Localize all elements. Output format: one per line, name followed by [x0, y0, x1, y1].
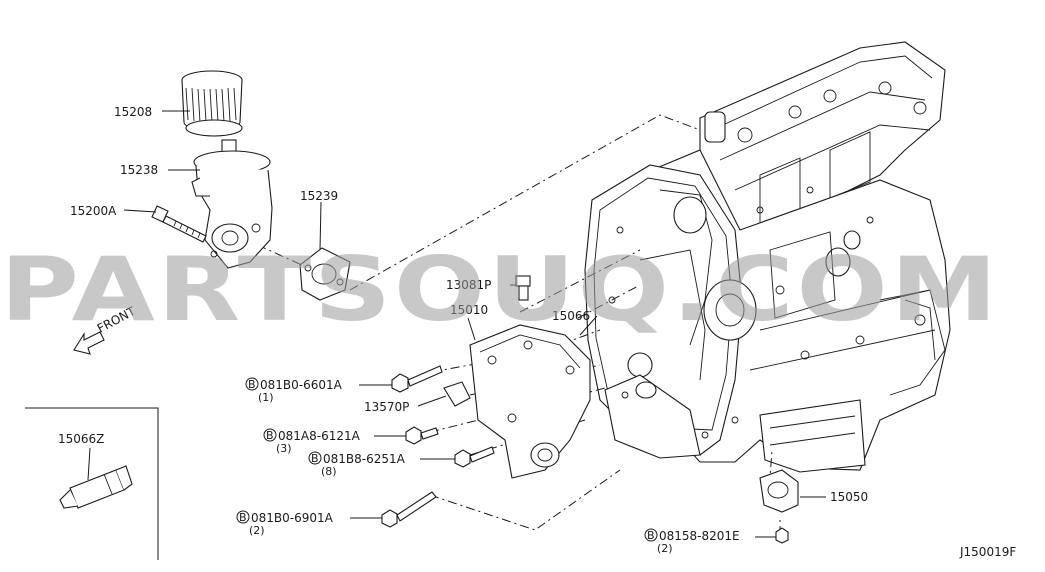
- bolt-qty: (1): [258, 391, 274, 404]
- bolt-callouts: B 081B0-6601A (1) B 081A8-6121A (3) B 08…: [236, 377, 740, 555]
- bolt-prefix: B: [266, 429, 274, 442]
- bolt-prefix: B: [248, 378, 256, 391]
- bolt-code: 081B0-6901A: [251, 511, 334, 525]
- callout-08158-8201E[interactable]: B 08158-8201E (2): [644, 528, 740, 555]
- bolt-081B0-6601A[interactable]: [391, 365, 443, 393]
- plug-13081P[interactable]: [515, 275, 531, 301]
- bolt-code: 081B8-6251A: [323, 452, 406, 466]
- callout-081B8-6251A[interactable]: B 081B8-6251A (8): [308, 451, 406, 478]
- bolt-prefix: B: [647, 529, 655, 542]
- bolt-code: 081A8-6121A: [278, 429, 361, 443]
- label-13081P[interactable]: 13081P: [446, 278, 491, 292]
- bolt-08158-8201E[interactable]: [775, 527, 789, 544]
- bolt-081B0-6901A[interactable]: [381, 491, 437, 528]
- bolt-qty: (2): [657, 542, 673, 555]
- oil-filter-15208[interactable]: [181, 70, 243, 137]
- engine-block-drawing: [584, 41, 951, 473]
- bolt-prefix: B: [311, 452, 319, 465]
- bolt-15200A[interactable]: [151, 205, 207, 243]
- bolt-code: 08158-8201E: [659, 529, 740, 543]
- bolt-qty: (8): [321, 465, 337, 478]
- leader-lines: [87, 110, 826, 538]
- oil-strainer-15050[interactable]: [759, 469, 799, 513]
- bolt-qty: (3): [276, 442, 292, 455]
- gasket-15239[interactable]: [299, 247, 351, 301]
- label-13570P[interactable]: 13570P: [364, 400, 409, 414]
- callout-081B0-6601A[interactable]: B 081B0-6601A (1): [245, 377, 343, 404]
- label-15066Z[interactable]: 15066Z: [58, 432, 104, 446]
- watermark: PARTSOUQ.COM: [0, 238, 1000, 341]
- diagram-code: J150019F: [959, 545, 1016, 559]
- sealant-tube-15066Z[interactable]: [59, 465, 133, 509]
- part-labels: 15208 15238 15200A 15239 13081P 15010 15…: [58, 105, 1016, 559]
- inset-box: [25, 407, 159, 560]
- label-15239[interactable]: 15239: [300, 189, 338, 203]
- label-15200A[interactable]: 15200A: [70, 204, 117, 218]
- label-15238[interactable]: 15238: [120, 163, 158, 177]
- gasket-13570P[interactable]: [443, 381, 471, 407]
- bolt-qty: (2): [249, 524, 265, 537]
- label-15050[interactable]: 15050: [830, 490, 868, 504]
- oil-filter-bracket-15238[interactable]: [191, 139, 273, 269]
- callout-081A8-6121A[interactable]: B 081A8-6121A (3): [263, 428, 361, 455]
- bolt-081A8-6121A[interactable]: [405, 426, 439, 445]
- label-15010[interactable]: 15010: [450, 303, 488, 317]
- bolt-prefix: B: [239, 511, 247, 524]
- bolt-081B8-6251A[interactable]: [454, 446, 495, 468]
- bolt-code: 081B0-6601A: [260, 378, 343, 392]
- label-15208[interactable]: 15208: [114, 105, 152, 119]
- label-15066[interactable]: 15066: [552, 309, 590, 323]
- oil-pump-15010[interactable]: [469, 324, 591, 479]
- callout-081B0-6901A[interactable]: B 081B0-6901A (2): [236, 510, 334, 537]
